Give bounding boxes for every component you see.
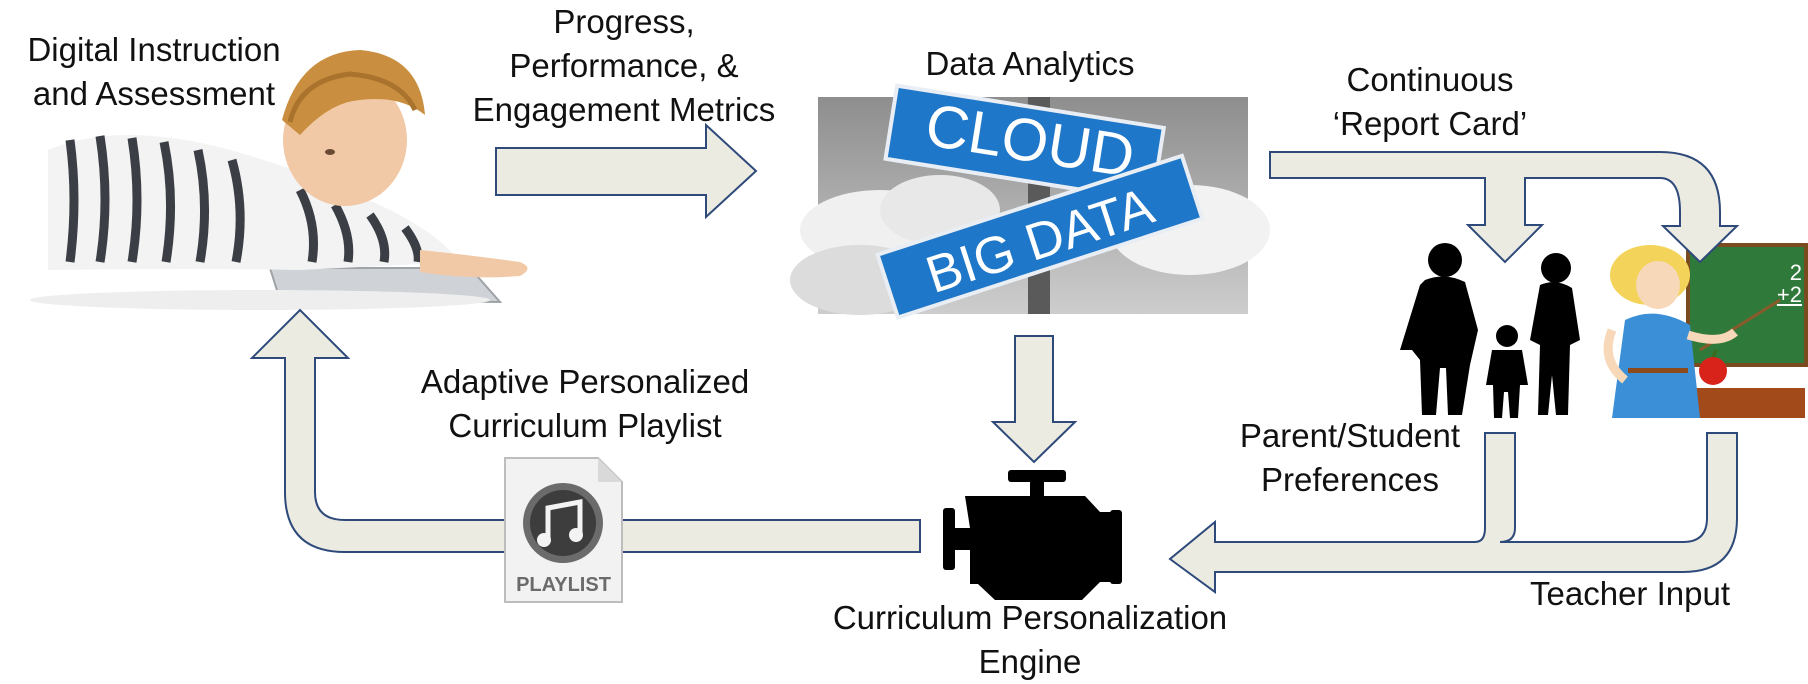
student-photo <box>30 50 528 310</box>
report-card-label: Continuous ‘Report Card’ <box>1332 61 1528 142</box>
parent-student-label: Parent/Student Preferences <box>1239 417 1461 498</box>
playlist-heading-label: Adaptive Personalized Curriculum Playlis… <box>420 363 750 444</box>
metrics-arrow <box>495 122 758 220</box>
report-card-arrow <box>1269 151 1740 264</box>
teacher-input-label: Teacher Input <box>1530 575 1730 612</box>
playlist-return-arrow <box>249 308 921 553</box>
digital-instruction-label: Digital Instruction and Assessment <box>27 31 281 112</box>
teacher-chalkboard <box>1603 243 1808 418</box>
metrics-label: Progress, Performance, & Engagement Metr… <box>472 3 776 128</box>
family-silhouette <box>1400 243 1580 418</box>
engine-icon <box>943 470 1122 600</box>
chalkboard-text: 2 +2 <box>1776 260 1802 307</box>
inputs-to-engine-arrow <box>1168 432 1738 594</box>
playlist-icon-label: PLAYLIST <box>516 574 611 596</box>
cloud-big-data-photo <box>790 83 1270 321</box>
playlist-icon <box>504 457 623 603</box>
engine-label: Curriculum Personalization Engine <box>832 599 1228 680</box>
analytics-to-engine-arrow <box>990 335 1078 464</box>
data-analytics-label: Data Analytics <box>925 45 1135 82</box>
